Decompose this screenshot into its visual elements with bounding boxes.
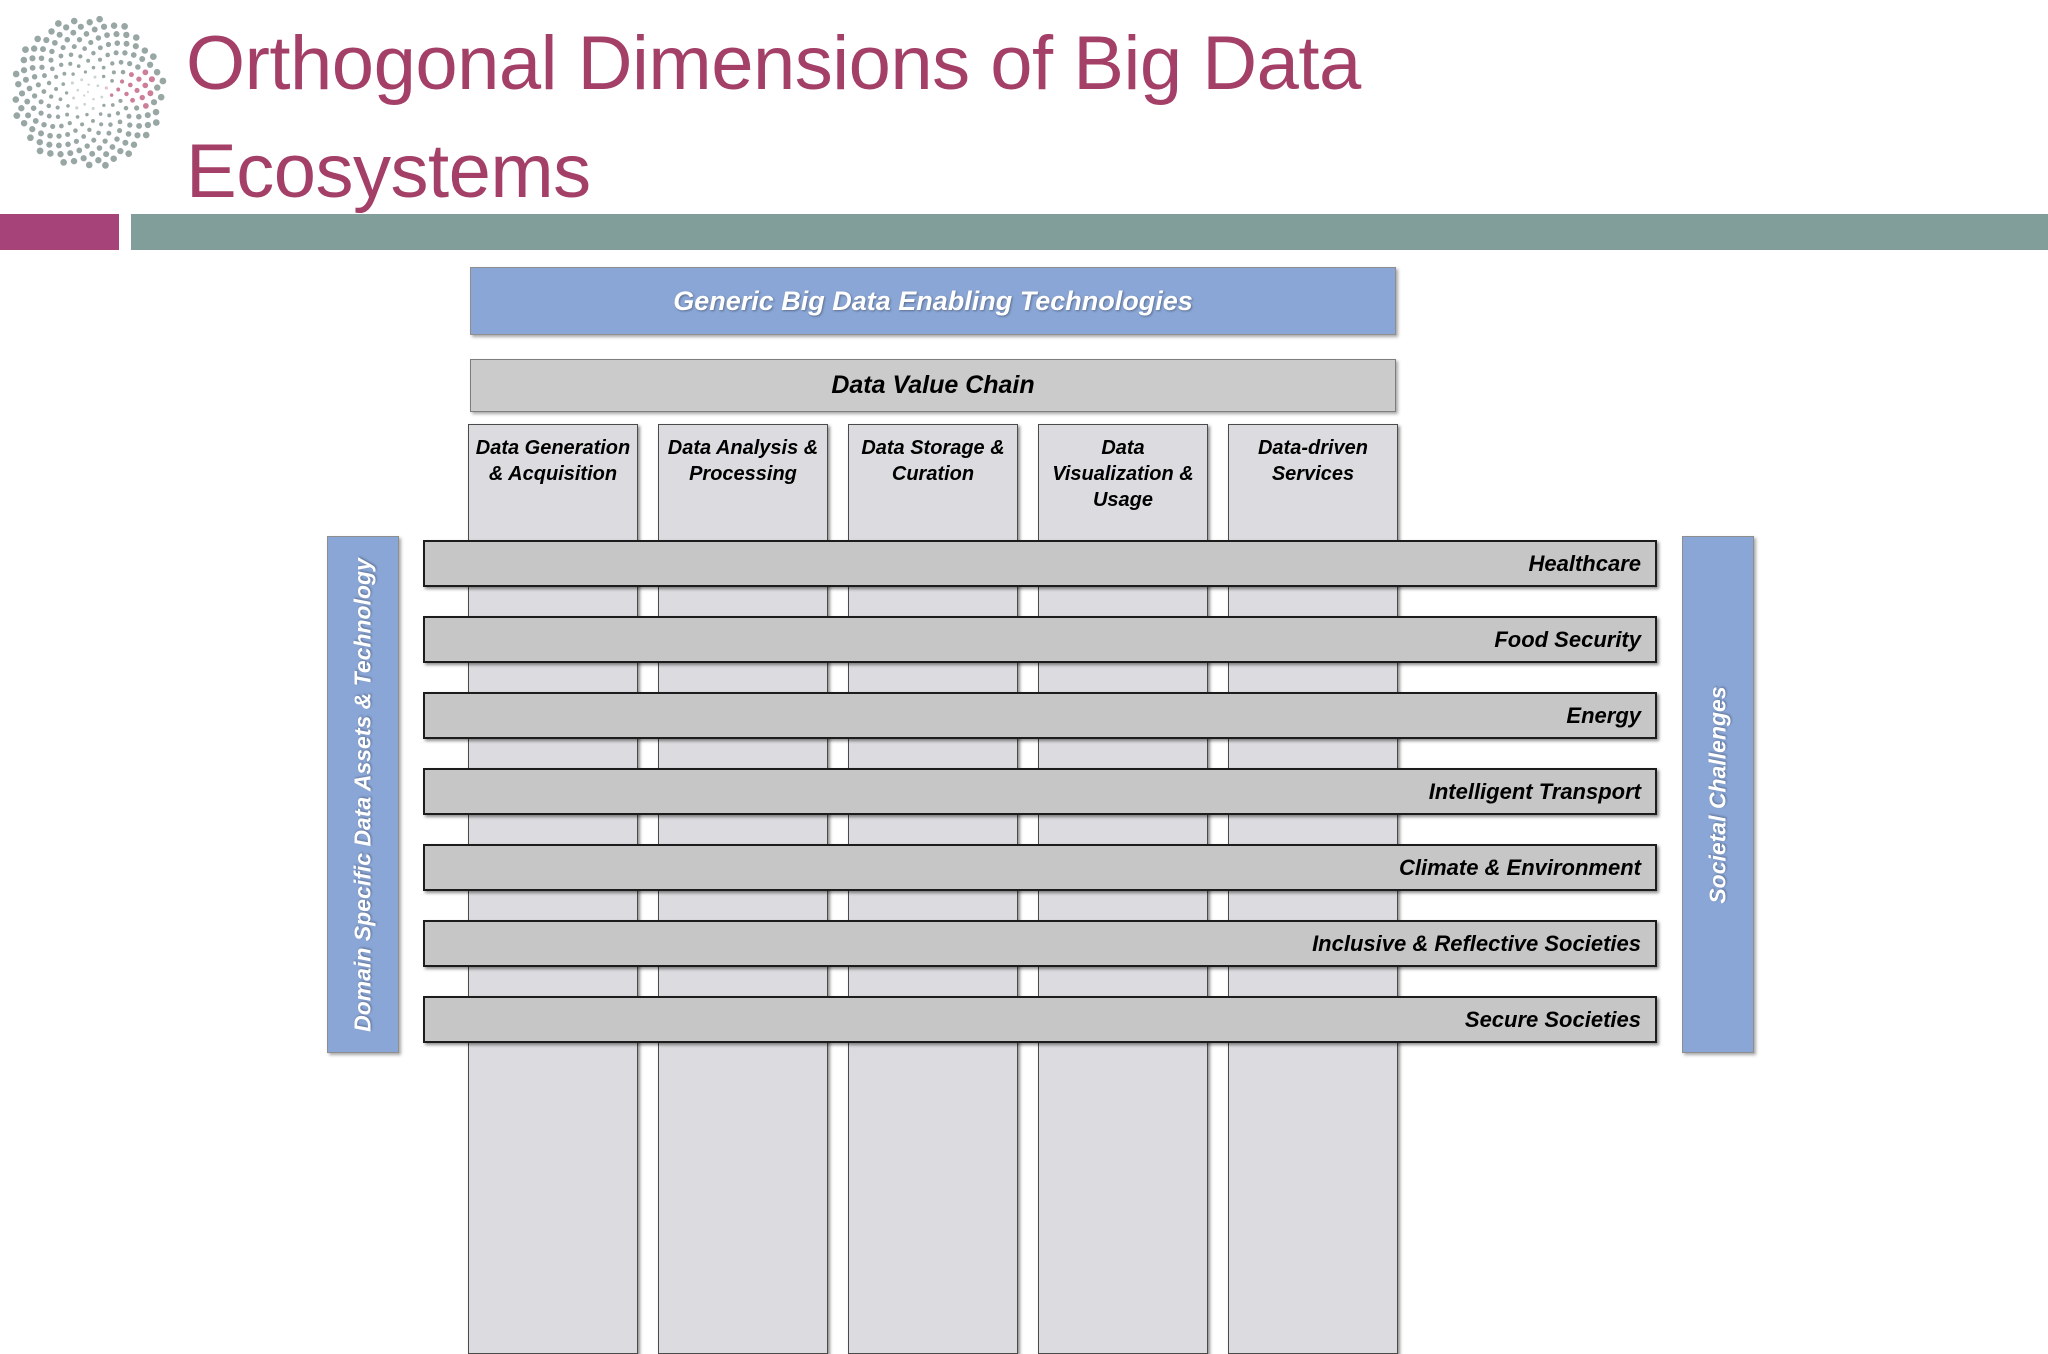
band-data-value-chain: Data Value Chain: [470, 359, 1396, 412]
row-bar: Inclusive & Reflective Societies: [423, 920, 1657, 967]
row-bar: Secure Societies: [423, 996, 1657, 1043]
row-label: Food Security: [1494, 626, 1641, 652]
header-rule-accent: [0, 214, 119, 250]
column-label: Data-driven Services: [1257, 437, 1369, 485]
side-panel-societal-challenges: Societal Challenges: [1682, 536, 1754, 1053]
row-label: Secure Societies: [1464, 1006, 1641, 1032]
page-title: Orthogonal Dimensions of Big Data Ecosys…: [186, 21, 1382, 214]
row-bar: Energy: [423, 692, 1657, 739]
row-label: Climate & Environment: [1398, 854, 1641, 880]
radial-dot-spiral-logo: [8, 12, 168, 172]
column-label: Data Storage & Curation: [861, 437, 1005, 485]
side-panel-domain-specific-data-assets: Domain Specific Data Assets & Technology: [327, 536, 399, 1053]
column-label: Data Visualization & Usage: [1052, 437, 1194, 511]
column-label: Data Generation & Acquisition: [475, 437, 631, 485]
slide-header: Orthogonal Dimensions of Big Data Ecosys…: [0, 0, 2048, 252]
orthogonal-dimensions-diagram: Generic Big Data Enabling Technologies D…: [0, 252, 2048, 1354]
side-panel-left-label: Domain Specific Data Assets & Technology: [349, 557, 376, 1032]
row-bar: Food Security: [423, 616, 1657, 663]
column-label: Data Analysis & Processing: [667, 437, 819, 485]
row-label: Intelligent Transport: [1428, 778, 1641, 804]
row-bar: Climate & Environment: [423, 844, 1657, 891]
row-bar: Healthcare: [423, 540, 1657, 587]
row-label: Inclusive & Reflective Societies: [1312, 930, 1641, 956]
side-panel-right-label: Societal Challenges: [1704, 685, 1731, 904]
header-rule-main: [131, 214, 2048, 250]
row-label: Energy: [1566, 702, 1641, 728]
band-generic-big-data-enabling-technologies: Generic Big Data Enabling Technologies: [470, 267, 1396, 335]
row-bar: Intelligent Transport: [423, 768, 1657, 815]
row-label: Healthcare: [1528, 550, 1641, 576]
